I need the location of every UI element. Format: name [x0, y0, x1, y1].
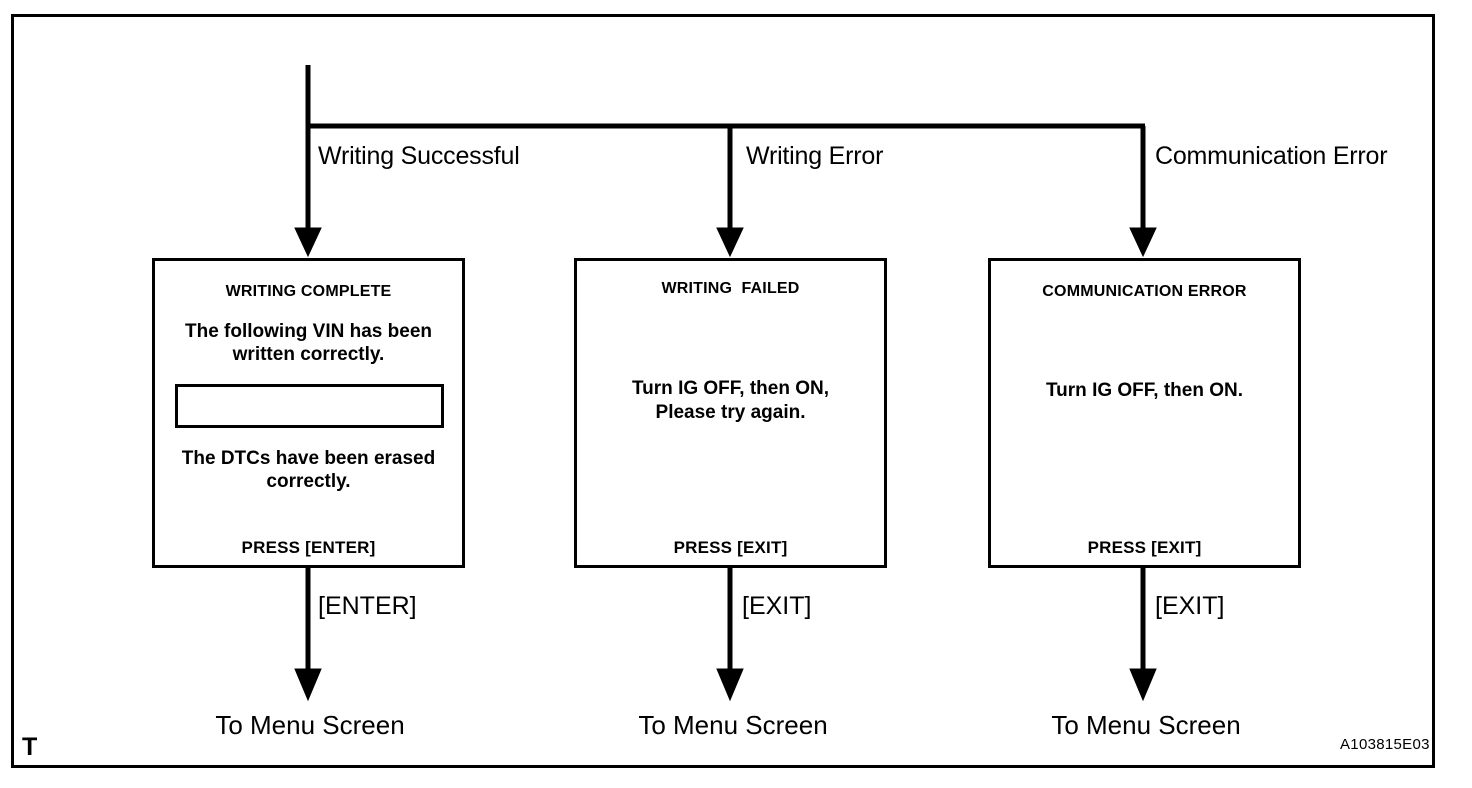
diagram-frame [11, 14, 1435, 768]
screen-body-line-2: written correctly. [232, 344, 385, 365]
screen-body-line-1: Turn IG OFF, then ON, [631, 378, 830, 399]
screen-writing-failed: WRITING FAILED Turn IG OFF, then ON, Ple… [574, 258, 887, 568]
corner-mark-t: T [22, 733, 38, 761]
screen-communication-error: COMMUNICATION ERROR Turn IG OFF, then ON… [988, 258, 1301, 568]
key-label-exit-communication-error: [EXIT] [1155, 592, 1225, 620]
screen-writing-complete: WRITING COMPLETE The following VIN has b… [152, 258, 465, 568]
terminal-to-menu-screen-2: To Menu Screen [638, 710, 828, 740]
branch-label-writing-successful: Writing Successful [318, 142, 520, 170]
screen-body-line-4: correctly. [266, 471, 351, 492]
screen-footer-press-exit: PRESS [EXIT] [673, 538, 788, 557]
terminal-to-menu-screen-1: To Menu Screen [215, 710, 405, 740]
screen-body-line-1: The following VIN has been [184, 321, 433, 342]
key-label-exit-writing-failed: [EXIT] [742, 592, 812, 620]
screen-body-line-2: Please try again. [655, 402, 806, 423]
screen-title: COMMUNICATION ERROR [1042, 283, 1247, 300]
screen-content: COMMUNICATION ERROR Turn IG OFF, then ON… [991, 261, 1298, 565]
branch-label-communication-error: Communication Error [1155, 142, 1388, 170]
screen-body-line-3: The DTCs have been erased [181, 448, 436, 469]
terminal-to-menu-screen-3: To Menu Screen [1051, 710, 1241, 740]
screen-title: WRITING FAILED [661, 280, 800, 297]
screen-content: WRITING FAILED Turn IG OFF, then ON, Ple… [577, 261, 884, 565]
key-label-enter: [ENTER] [318, 592, 417, 620]
branch-label-writing-error: Writing Error [746, 142, 884, 170]
figure-code-label: A103815E03 [1340, 736, 1430, 753]
vin-input-field[interactable] [175, 384, 444, 428]
screen-footer-press-enter: PRESS [ENTER] [241, 538, 376, 557]
screen-footer-press-exit: PRESS [EXIT] [1087, 538, 1202, 557]
screen-title: WRITING COMPLETE [225, 283, 392, 300]
screen-content: WRITING COMPLETE The following VIN has b… [155, 261, 462, 565]
screen-body-line-1: Turn IG OFF, then ON. [1045, 380, 1244, 401]
